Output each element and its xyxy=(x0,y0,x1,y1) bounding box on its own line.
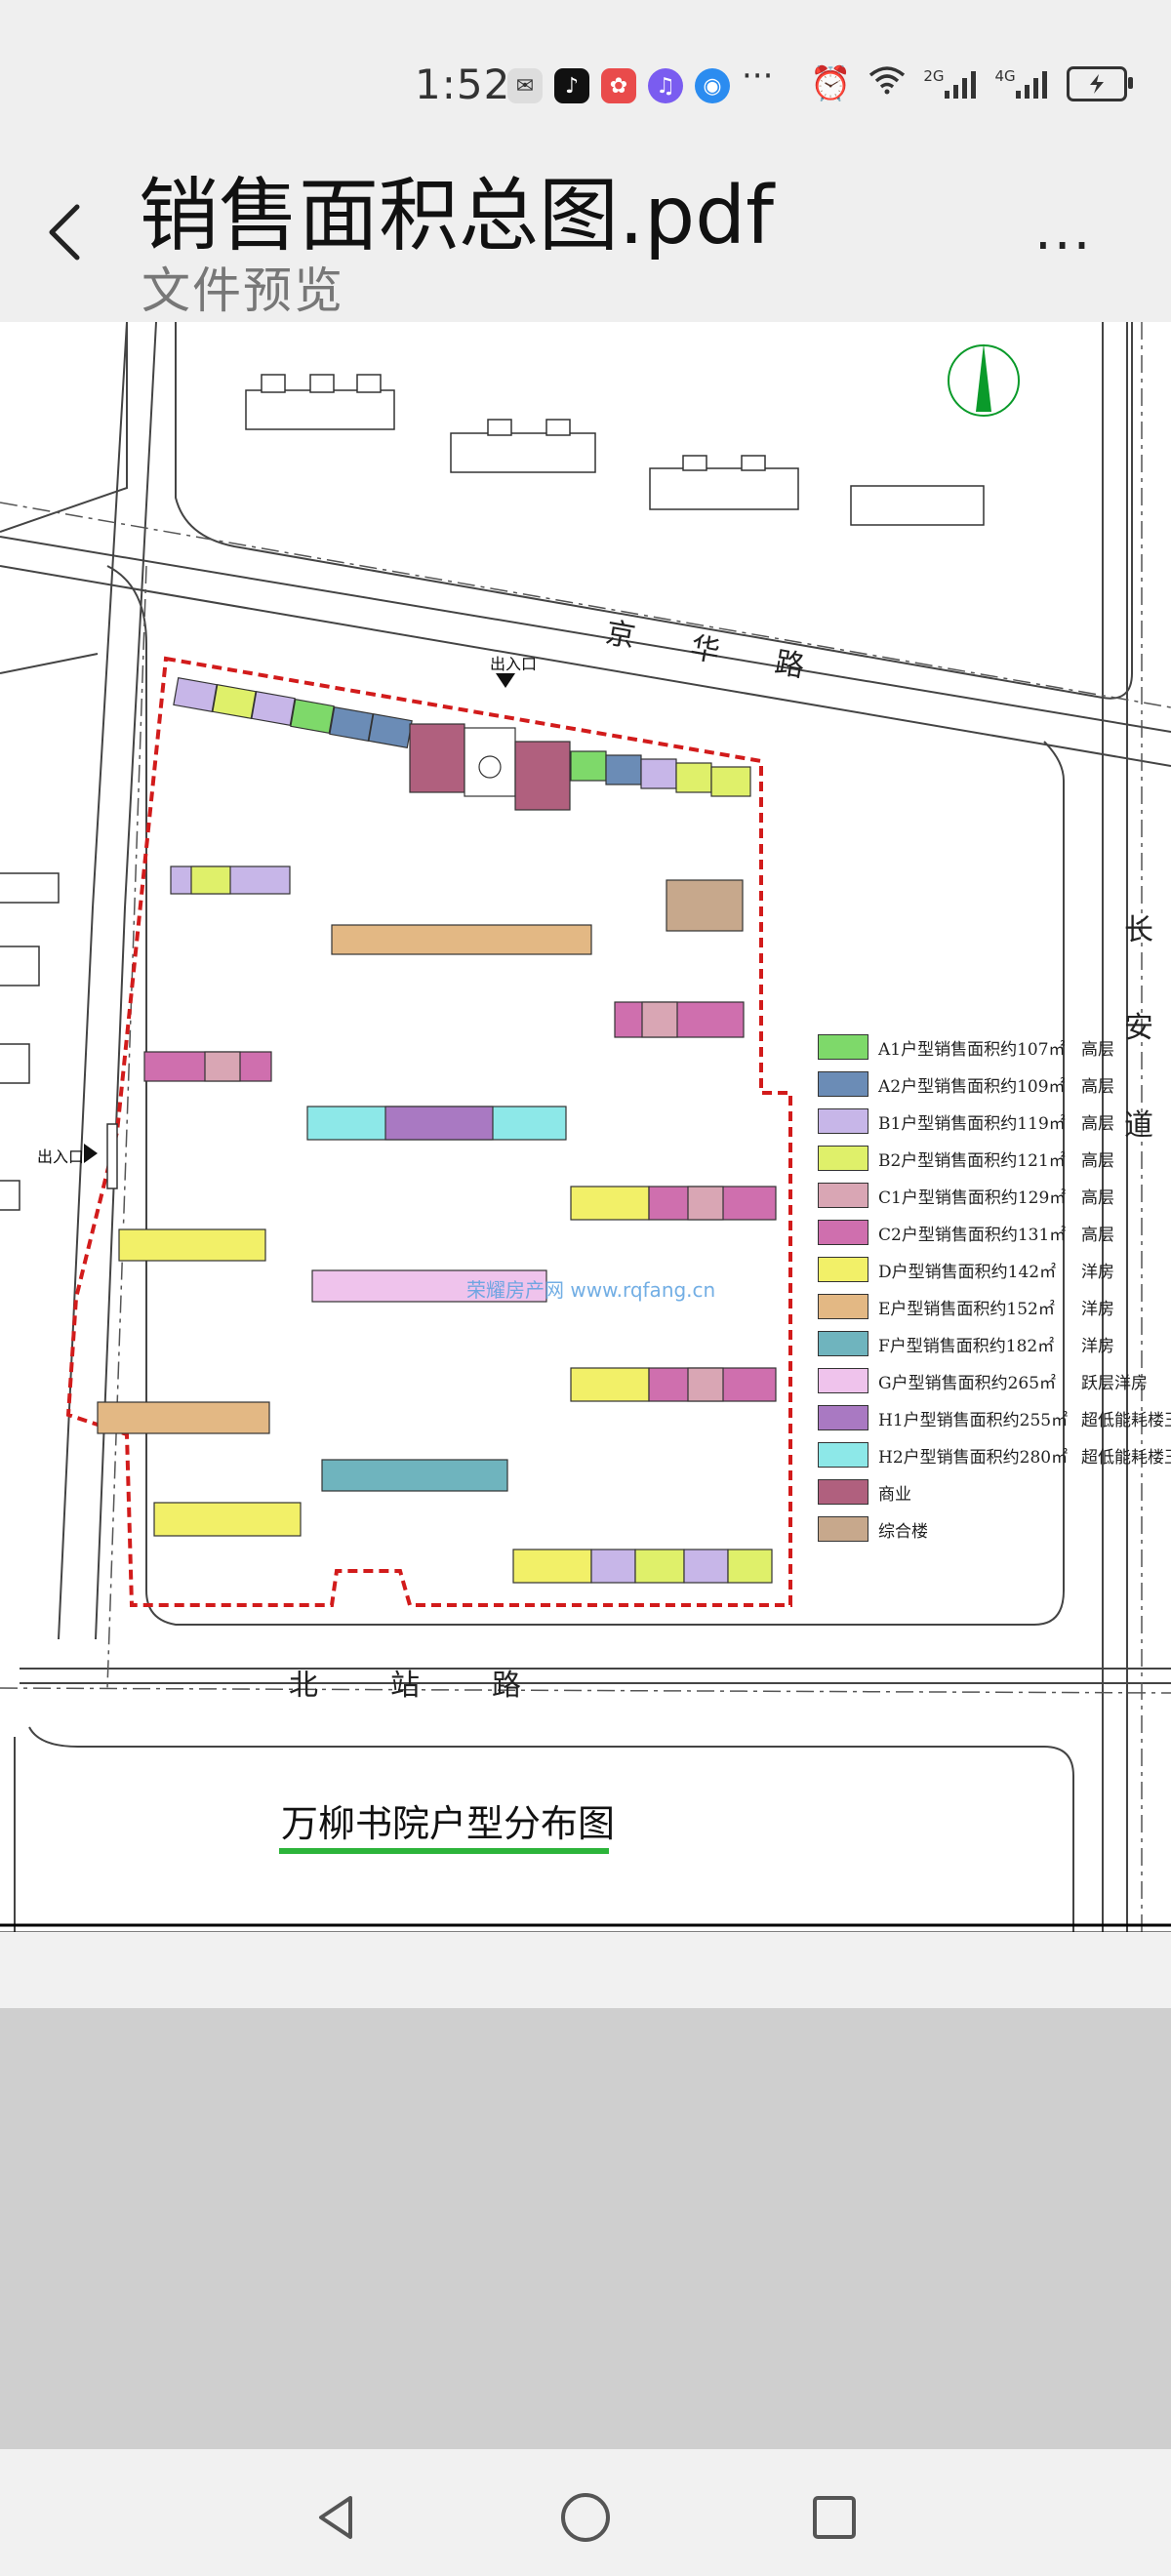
music-icon: ♫ xyxy=(648,68,683,103)
legend-label: E户型销售面积约152㎡ xyxy=(878,1299,1055,1319)
signal-4g-icon: 4G xyxy=(994,67,1049,99)
legend-label: B1户型销售面积约119㎡ xyxy=(878,1113,1066,1134)
legend-category: 高层 xyxy=(1081,1113,1114,1134)
legend-label: 商业 xyxy=(878,1484,911,1505)
road-label-changan-1: 长 xyxy=(1124,913,1153,947)
legend-swatch xyxy=(818,1257,868,1282)
more-notifications-icon: ··· xyxy=(742,57,774,96)
recents-nav-icon[interactable] xyxy=(805,2488,864,2547)
legend-label: H1户型销售面积约255㎡ xyxy=(878,1410,1069,1430)
preview-background xyxy=(0,2008,1171,2449)
system-icons: ⏰ 2G 4G xyxy=(810,64,1133,103)
legend-swatch xyxy=(818,1331,868,1356)
legend-label: 综合楼 xyxy=(878,1521,928,1542)
entrance-label-west: 出入口 xyxy=(37,1147,85,1166)
home-nav-icon[interactable] xyxy=(556,2488,615,2547)
legend-swatch xyxy=(818,1516,868,1542)
legend-swatch xyxy=(818,1034,868,1060)
legend-label: D户型销售面积约142㎡ xyxy=(878,1262,1057,1282)
legend-category: 高层 xyxy=(1081,1150,1114,1171)
legend-swatch xyxy=(818,1368,868,1393)
legend-category: 高层 xyxy=(1081,1039,1114,1060)
legend-item: F户型销售面积约182㎡ 洋房 xyxy=(818,1329,1114,1358)
legend-category: 洋房 xyxy=(1081,1262,1114,1282)
legend-label: G户型销售面积约265㎡ xyxy=(878,1373,1057,1393)
legend-label: F户型销售面积约182㎡ xyxy=(878,1336,1055,1356)
wifi-icon xyxy=(868,64,906,103)
legend-category: 洋房 xyxy=(1081,1299,1114,1319)
browser-icon: ◉ xyxy=(695,68,730,103)
legend-label: A1户型销售面积约107㎡ xyxy=(878,1039,1066,1060)
watermark: 荣耀房产网 www.rqfang.cn xyxy=(466,1278,716,1302)
legend-swatch xyxy=(818,1405,868,1430)
road-label-beizhan: 北 站 路 xyxy=(289,1669,543,1703)
plan-title: 万柳书院户型分布图 xyxy=(281,1802,616,1845)
road-label-changan-3: 道 xyxy=(1124,1108,1153,1143)
wechat-icon: ✉ xyxy=(507,68,543,103)
legend-item: G户型销售面积约265㎡ 跃层洋房 xyxy=(818,1366,1148,1395)
legend-swatch xyxy=(818,1442,868,1468)
legend-label: H2户型销售面积约280㎡ xyxy=(878,1447,1069,1468)
legend-item: D户型销售面积约142㎡ 洋房 xyxy=(818,1255,1114,1284)
baidu-icon: ✿ xyxy=(601,68,636,103)
app-header: 销售面积总图.pdf 文件预览 ··· xyxy=(0,146,1171,322)
site-plan-drawing xyxy=(0,322,1171,1932)
site-boundary xyxy=(65,656,792,1607)
north-arrow-icon xyxy=(948,343,1020,417)
file-subtitle: 文件预览 xyxy=(141,262,344,319)
legend-swatch xyxy=(818,1183,868,1208)
legend-label: C1户型销售面积约129㎡ xyxy=(878,1187,1067,1208)
pdf-preview[interactable]: 京 华 路 长 安 道 北 站 路 出入口 出入口 荣耀房产网 www.rqfa… xyxy=(0,322,1171,1932)
navigation-bar xyxy=(0,2449,1171,2576)
legend-label: B2户型销售面积约121㎡ xyxy=(878,1150,1066,1171)
legend-swatch xyxy=(818,1071,868,1097)
legend-item: 商业 xyxy=(818,1477,1081,1507)
legend-swatch xyxy=(818,1146,868,1171)
legend-category: 高层 xyxy=(1081,1225,1114,1245)
legend-category: 洋房 xyxy=(1081,1336,1114,1356)
back-nav-icon[interactable] xyxy=(307,2488,366,2547)
tiktok-icon: ♪ xyxy=(554,68,589,103)
legend-category: 跃层洋房 xyxy=(1081,1373,1148,1393)
alarm-icon: ⏰ xyxy=(810,64,852,103)
legend-category: 超低能耗楼王 xyxy=(1081,1447,1171,1468)
legend-item: 综合楼 xyxy=(818,1514,1081,1544)
more-options-button[interactable]: ··· xyxy=(1034,215,1093,278)
legend-category: 高层 xyxy=(1081,1076,1114,1097)
signal-4g-label: 4G xyxy=(994,67,1016,85)
entrance-label-north: 出入口 xyxy=(490,655,538,673)
notification-icons: ✉ ♪ ✿ ♫ ◉ xyxy=(507,68,730,103)
legend-swatch xyxy=(818,1294,868,1319)
file-title: 销售面积总图.pdf xyxy=(139,170,775,262)
legend-category: 超低能耗楼王 xyxy=(1081,1410,1171,1430)
legend-item: E户型销售面积约152㎡ 洋房 xyxy=(818,1292,1114,1321)
legend-swatch xyxy=(818,1108,868,1134)
plan-title-underline xyxy=(279,1848,609,1854)
status-time: 1:52 xyxy=(415,60,511,108)
signal-2g-label: 2G xyxy=(923,67,945,85)
legend-label: A2户型销售面积约109㎡ xyxy=(878,1076,1066,1097)
back-arrow-icon[interactable] xyxy=(44,203,89,262)
signal-2g-icon: 2G xyxy=(923,67,977,99)
road-label-changan-2: 安 xyxy=(1124,1011,1153,1045)
legend-swatch xyxy=(818,1220,868,1245)
status-bar: 1:52 ✉ ♪ ✿ ♫ ◉ ··· ⏰ 2G 4G xyxy=(0,0,1171,146)
legend-category: 高层 xyxy=(1081,1187,1114,1208)
battery-icon xyxy=(1066,66,1133,101)
legend-label: C2户型销售面积约131㎡ xyxy=(878,1225,1067,1245)
legend-swatch xyxy=(818,1479,868,1505)
